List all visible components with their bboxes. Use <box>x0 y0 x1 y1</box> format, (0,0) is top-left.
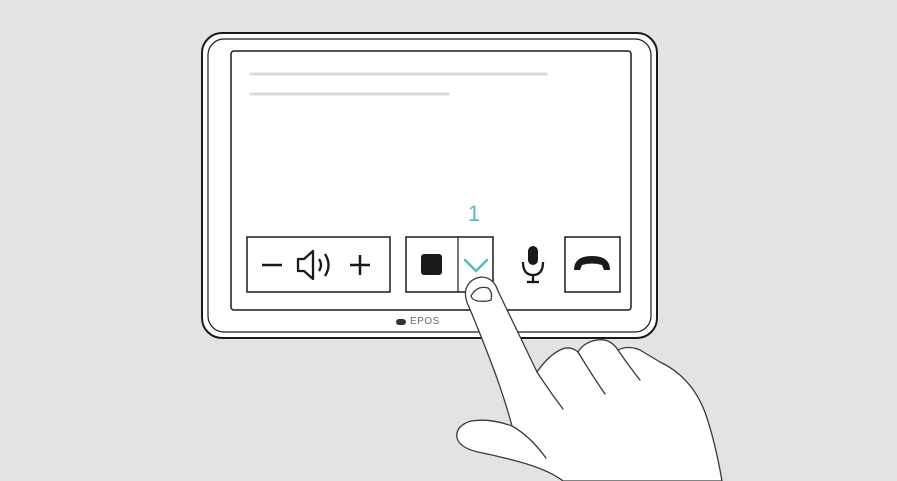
step-number: 1 <box>462 203 486 225</box>
brand-name: EPOS <box>410 316 440 327</box>
stop-icon[interactable] <box>421 254 442 275</box>
led-indicator-icon <box>396 319 406 325</box>
brand-logo: EPOS <box>396 316 440 327</box>
volume-control[interactable] <box>247 237 390 292</box>
hang-up-button[interactable] <box>565 237 620 292</box>
